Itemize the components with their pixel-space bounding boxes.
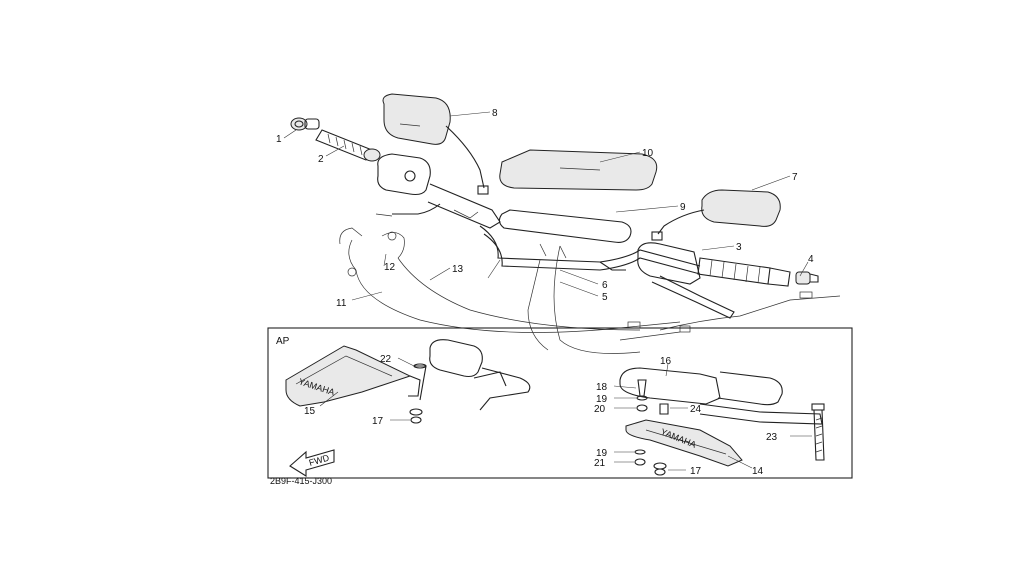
leader-lines-upper — [283, 111, 809, 301]
lever-inset-right — [619, 367, 823, 425]
lever-inset-left — [429, 339, 531, 411]
leader-lines-inset — [319, 357, 812, 471]
callout-20: 20 — [594, 404, 606, 415]
callout-1: 1 — [276, 134, 282, 145]
callout-17-right: 17 — [690, 466, 702, 477]
callout-13: 13 — [452, 264, 464, 275]
callout-17-left: 17 — [372, 416, 384, 427]
callout-10: 10 — [642, 148, 654, 159]
callout-22: 22 — [380, 354, 392, 365]
callout-4: 4 — [808, 254, 814, 265]
callout-21: 21 — [594, 458, 606, 469]
callout-11: 11 — [336, 298, 347, 309]
fwd-arrow — [289, 449, 335, 477]
callout-labels: 1 2 3 4 5 6 7 8 9 10 11 12 13 14 15 16 1… — [276, 108, 814, 477]
callout-9: 9 — [680, 202, 686, 213]
callout-5: 5 — [602, 292, 608, 303]
drawing-code: 2B9F-415-J300 — [270, 476, 332, 486]
grip-left — [315, 129, 381, 162]
bolt-stack-right — [634, 379, 669, 476]
callout-14: 14 — [752, 466, 764, 477]
callout-3: 3 — [736, 242, 742, 253]
callout-24: 24 — [690, 404, 702, 415]
handlebar-pad-top — [499, 149, 658, 191]
fwd-label: FWD — [308, 453, 331, 468]
inset-label: AP — [276, 336, 290, 347]
grip-end-right — [795, 271, 819, 285]
callout-18: 18 — [596, 382, 608, 393]
mirror-left — [382, 93, 489, 195]
handlebar-tube — [479, 225, 701, 275]
mirror-right — [651, 189, 781, 241]
callout-7: 7 — [792, 172, 798, 183]
callout-15: 15 — [304, 406, 316, 417]
handguard-left — [285, 345, 421, 407]
callout-8: 8 — [492, 108, 498, 119]
lever-right — [637, 242, 735, 319]
callout-6: 6 — [602, 280, 608, 291]
switch-left — [377, 153, 501, 229]
bolt-23 — [811, 403, 825, 461]
handguard-right — [625, 419, 743, 467]
callout-16: 16 — [660, 356, 672, 367]
callout-12: 12 — [384, 262, 396, 273]
crossbar-pad — [498, 209, 632, 243]
callout-2: 2 — [318, 154, 324, 165]
handlebar-assembly — [283, 93, 841, 354]
grip-right — [697, 257, 791, 287]
grip-end-left — [290, 117, 320, 131]
callout-23: 23 — [766, 432, 778, 443]
washer-17-left — [409, 408, 423, 424]
callout-19-lower: 19 — [596, 448, 608, 459]
inset-ap — [267, 327, 853, 479]
callout-19-upper: 19 — [596, 394, 608, 405]
